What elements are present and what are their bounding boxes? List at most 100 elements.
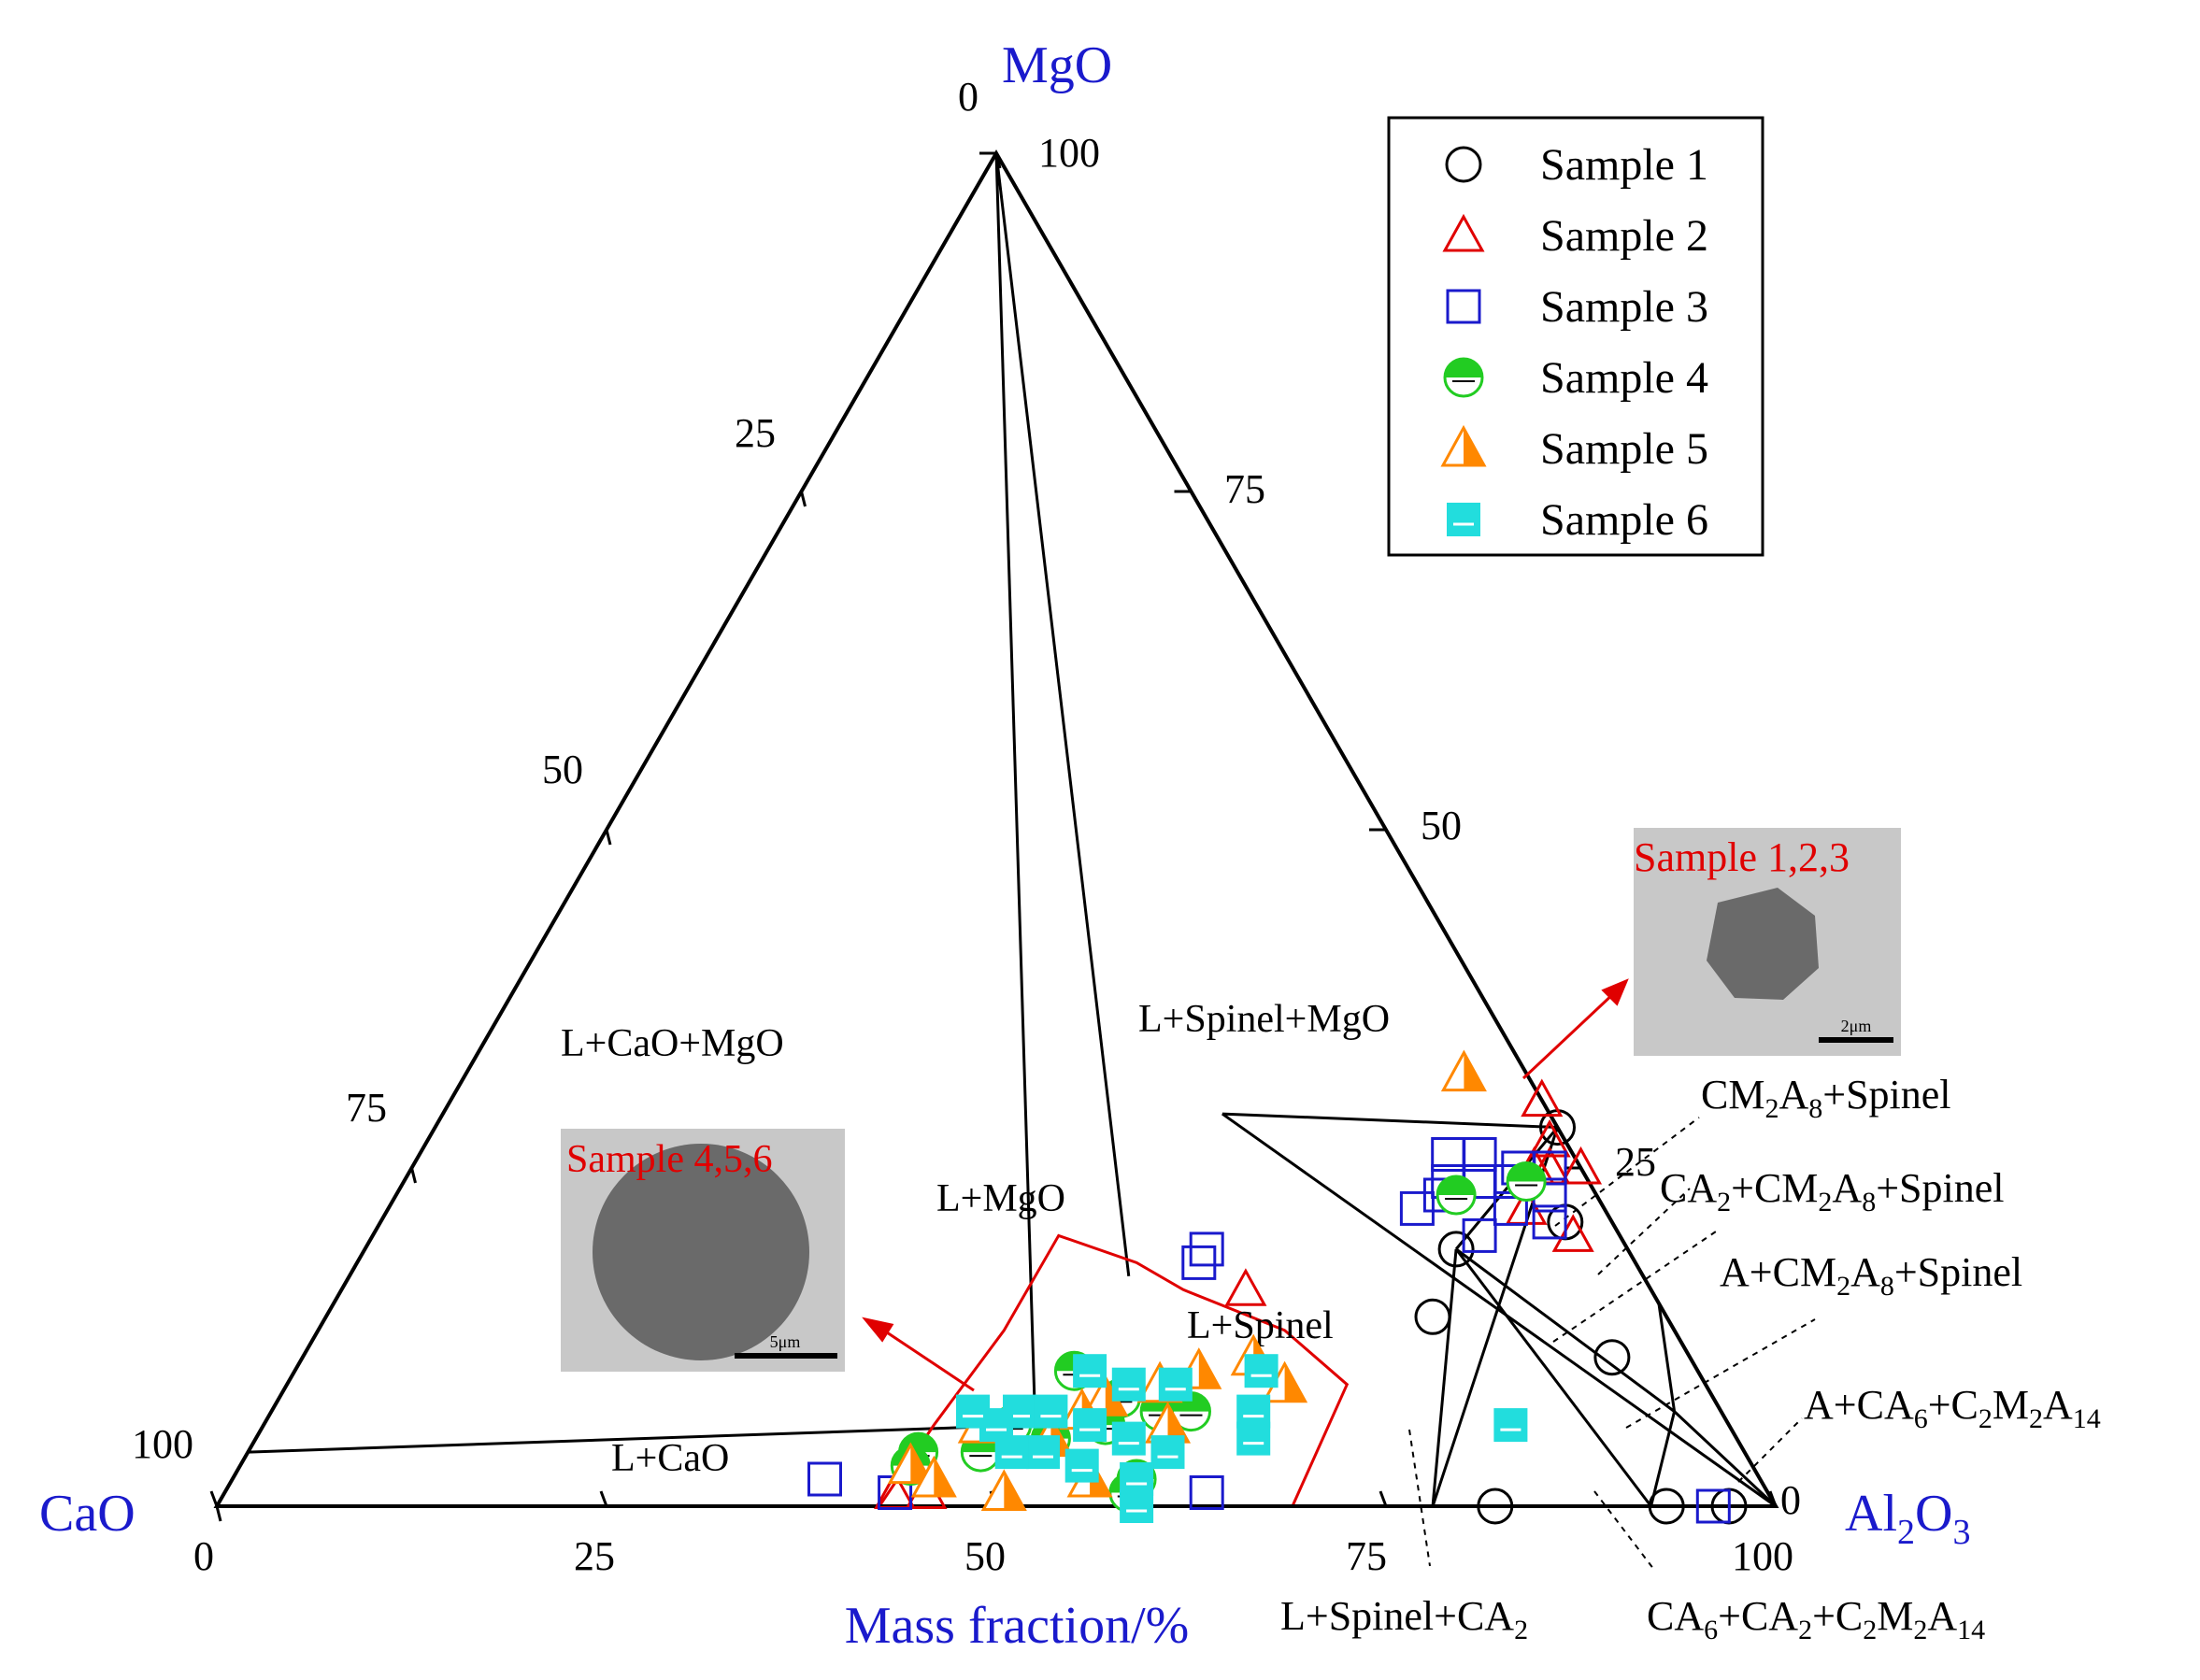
marker-shape	[1073, 1354, 1107, 1388]
ann-sub: 2	[1836, 1271, 1850, 1302]
marker-shape	[1414, 1298, 1451, 1335]
tick-mark	[1379, 1490, 1388, 1507]
data-point	[1532, 1204, 1567, 1240]
data-point	[1111, 1367, 1146, 1402]
marker-shape	[807, 1461, 842, 1497]
data-point	[1462, 1217, 1497, 1253]
annotation-a-ca6-c2m2a14: A+CA6+C2M2A14	[1804, 1382, 2101, 1434]
data-point	[1695, 1488, 1731, 1524]
phase-annotations: CM2A8+Spinel CA2+CM2A8+Spinel A+CM2A8+Sp…	[1280, 1072, 2101, 1645]
ann-part: A+CA	[1804, 1382, 1914, 1428]
ann-part: M	[1993, 1382, 2029, 1428]
annotation-ca6-ca2-c2m2a14: CA6+CA2+C2M2A14	[1647, 1593, 1985, 1645]
marker-shape	[1181, 1245, 1217, 1280]
annotation-arrow	[1408, 1429, 1431, 1567]
marker-shape	[1442, 213, 1485, 252]
inset-arrow	[878, 1325, 975, 1392]
phase-boundary-line	[1455, 1247, 1676, 1413]
series-3	[807, 1137, 1731, 1524]
phase-boundary-line	[1454, 1247, 1652, 1507]
tick-mark	[215, 1505, 222, 1522]
left-tick-labels: 100 75 50 25 0	[132, 74, 979, 1467]
data-point	[1120, 1489, 1154, 1523]
marker-shape	[1189, 1475, 1224, 1510]
inset-arrowhead	[862, 1317, 894, 1343]
legend-label: Sample 3	[1540, 282, 1708, 332]
left-tick-label: 75	[346, 1085, 387, 1131]
right-tick-label: 50	[1421, 803, 1462, 848]
marker-shape	[1462, 1137, 1497, 1172]
marker-fill	[1464, 1052, 1485, 1090]
annotation-arrow	[1597, 1188, 1691, 1275]
ann-part: A	[2043, 1382, 2073, 1428]
data-point	[1528, 1118, 1571, 1158]
ann-sub: 8	[1808, 1093, 1822, 1124]
phase-boundary-line	[1657, 1303, 1677, 1412]
ann-sub: 2	[1913, 1615, 1927, 1645]
marker-shape	[1445, 146, 1482, 183]
inset-scale-bar	[1819, 1037, 1893, 1043]
data-point	[1224, 1268, 1267, 1306]
series-6	[956, 1354, 1528, 1523]
ann-part: A	[1927, 1593, 1957, 1639]
marker-shape	[1034, 1394, 1068, 1429]
marker-shape	[1593, 1339, 1631, 1376]
phase-boundary-line	[994, 152, 1037, 1426]
marker-shape	[1158, 1367, 1193, 1402]
data-point	[1158, 1367, 1193, 1402]
data-point	[1150, 1435, 1185, 1470]
ann-part: L+Spinel+CA	[1280, 1593, 1514, 1639]
ann-part: +Spinel	[1894, 1249, 2022, 1295]
tick-mark	[994, 152, 1002, 169]
annotation-arrow	[1737, 1417, 1803, 1483]
data-point	[1648, 1488, 1685, 1525]
region-labels: L+CaO+MgO L+MgO L+Spinel+MgO L+Spinel L+…	[561, 998, 1390, 1480]
legend-marker	[1443, 357, 1484, 398]
ann-part: A	[1779, 1072, 1808, 1118]
marker-shape	[1521, 1078, 1564, 1118]
marker-shape	[1150, 1435, 1185, 1470]
bottom-tick-label: 50	[964, 1533, 1006, 1579]
marker-shape	[994, 1435, 1029, 1470]
ann-sub: 2	[1717, 1187, 1731, 1217]
data-point	[1551, 1214, 1594, 1252]
marker-fill	[1464, 428, 1484, 465]
marker-shape	[1477, 1488, 1514, 1525]
ann-part: +C	[1812, 1593, 1863, 1639]
data-point	[980, 1469, 1027, 1511]
legend-marker	[1445, 146, 1482, 183]
tick-mark	[605, 829, 612, 846]
bottom-tick-label: 100	[1732, 1533, 1793, 1579]
marker-shape	[1695, 1488, 1731, 1524]
tick-mark	[800, 491, 807, 507]
right-tick-labels: 100 75 50 25 0	[1038, 130, 1801, 1523]
region-label-l-spinel: L+Spinel	[1187, 1304, 1334, 1347]
marker-shape	[1111, 1421, 1146, 1456]
ann-part: +Spinel	[1876, 1165, 2004, 1211]
inset-arrows	[862, 978, 1629, 1392]
ann-sub: 2	[1818, 1187, 1832, 1217]
data-point	[1462, 1137, 1497, 1172]
legend-markers	[1440, 146, 1487, 536]
data-point	[807, 1461, 842, 1497]
inset-arrowhead	[1601, 978, 1629, 1006]
phase-boundary-line	[994, 152, 1131, 1277]
region-label-l-spinel-mgo: L+Spinel+MgO	[1138, 998, 1390, 1041]
marker-shape	[1120, 1489, 1154, 1523]
marker-fill	[934, 1459, 955, 1496]
marker-shape	[1493, 1408, 1528, 1443]
marker-shape	[1559, 1146, 1603, 1185]
ann-sub: 2	[1863, 1615, 1877, 1645]
inset-sample456: 5μm Sample 4,5,6	[561, 1129, 845, 1372]
tick-mark	[599, 1490, 608, 1507]
legend-box	[1387, 116, 1764, 557]
phase-boundary-line	[1431, 1248, 1458, 1507]
ann-sub: 14	[1957, 1615, 1985, 1645]
ann-sub: 6	[1704, 1615, 1718, 1645]
ann-part: M	[1877, 1593, 1913, 1639]
phase-boundary-line	[1650, 1411, 1677, 1507]
data-point	[1436, 1175, 1477, 1216]
marker-shape	[1189, 1232, 1224, 1267]
marker-fill	[1167, 1404, 1189, 1443]
ann-part: A	[1832, 1165, 1862, 1211]
